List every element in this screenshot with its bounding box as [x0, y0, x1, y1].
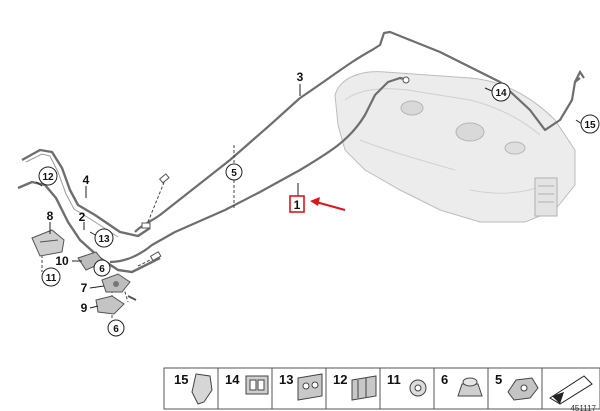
legend-cell-6[interactable]: 6 [441, 372, 483, 397]
svg-text:15: 15 [584, 120, 596, 131]
legend-cell-5[interactable]: 5 [495, 372, 539, 401]
legend-cell-13[interactable]: 13 [279, 372, 323, 401]
callout-2[interactable]: 2 [79, 210, 86, 224]
callout-10[interactable]: 10 [55, 254, 69, 268]
fuel-line-4 [21, 148, 151, 238]
callout-13[interactable]: 13 [94, 228, 114, 248]
svg-text:13: 13 [98, 234, 110, 245]
svg-text:12: 12 [333, 372, 347, 387]
callout-3[interactable]: 3 [297, 70, 304, 84]
svg-text:11: 11 [387, 372, 401, 387]
fuel-tank [334, 71, 576, 223]
callout-14[interactable]: 14 [491, 82, 511, 102]
clip-9 [95, 295, 137, 315]
callout-9[interactable]: 9 [81, 301, 88, 315]
highlight-arrow [310, 197, 346, 211]
fuel-line-2 [17, 180, 161, 274]
svg-text:1: 1 [294, 198, 301, 212]
callout-5[interactable]: 5 [225, 163, 243, 181]
line-connectors [141, 173, 170, 262]
callout-4[interactable]: 4 [83, 173, 90, 187]
svg-text:13: 13 [279, 372, 293, 387]
legend-cell-15[interactable]: 15 [174, 372, 213, 405]
callout-7[interactable]: 7 [81, 281, 88, 295]
dashed-leaders [41, 145, 235, 320]
svg-text:14: 14 [225, 372, 240, 387]
legend-cell-14[interactable]: 14 [225, 372, 269, 395]
svg-text:6: 6 [99, 264, 105, 275]
svg-text:14: 14 [495, 88, 507, 99]
svg-text:11: 11 [46, 273, 57, 284]
legend-cell-12[interactable]: 12 [333, 372, 377, 401]
callout-12[interactable]: 12 [38, 166, 58, 186]
svg-text:5: 5 [495, 372, 502, 387]
callout-15[interactable]: 15 [580, 114, 600, 134]
label-leaders [35, 84, 583, 309]
parts-legend-strip: 15 14 13 12 11 6 [163, 367, 600, 410]
svg-text:6: 6 [113, 324, 119, 335]
svg-text:12: 12 [42, 172, 54, 183]
legend-cell-misc [549, 375, 593, 405]
callout-6-lower[interactable]: 6 [107, 319, 125, 337]
callout-11-left[interactable]: 11 [41, 267, 61, 287]
callout-6-upper[interactable]: 6 [93, 259, 111, 277]
callout-8[interactable]: 8 [47, 209, 54, 223]
image-id: 451117 [570, 404, 596, 411]
clip-7 [101, 273, 131, 293]
svg-text:5: 5 [231, 168, 237, 179]
clip-8 [31, 229, 65, 257]
fuel-line-1 [109, 76, 409, 264]
callout-1[interactable]: 1 [289, 195, 305, 213]
fuel-line-3 [134, 30, 581, 233]
svg-text:6: 6 [441, 372, 448, 387]
svg-text:15: 15 [174, 372, 188, 387]
legend-cell-11[interactable]: 11 [387, 372, 427, 397]
